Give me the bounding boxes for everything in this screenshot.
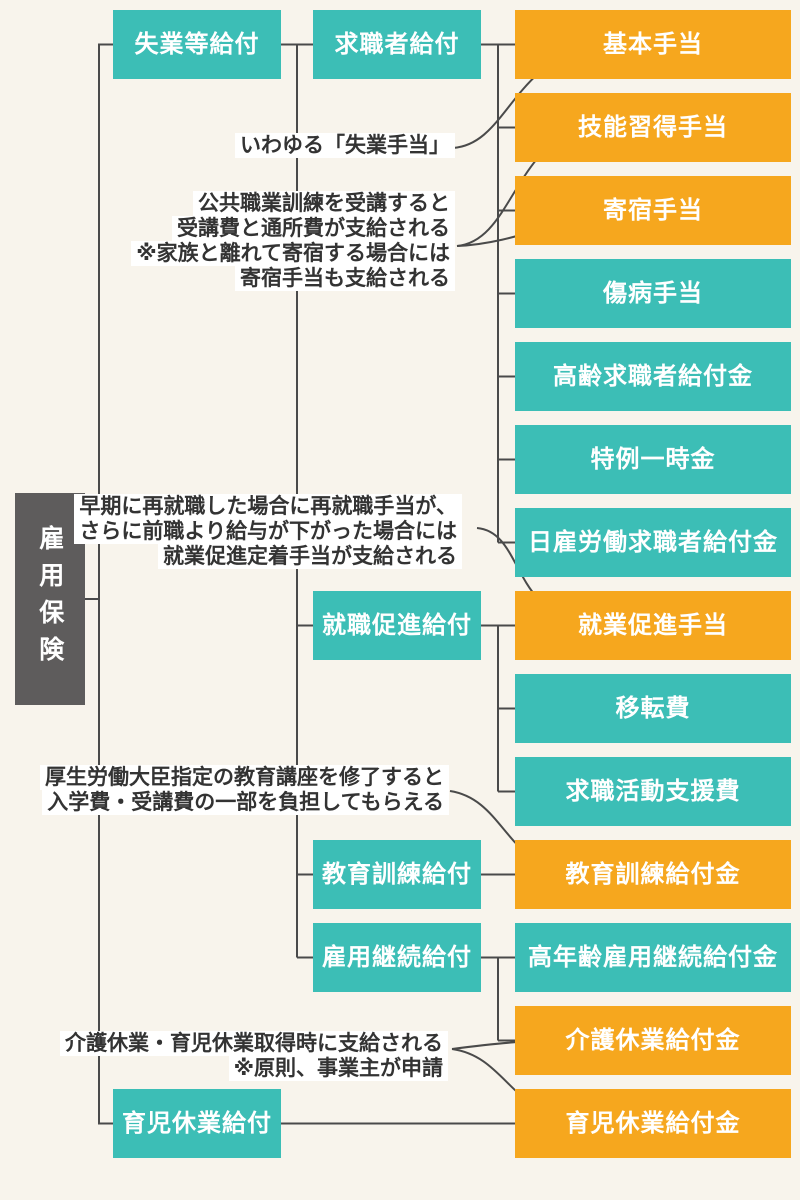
promotion-branch-lines [481,624,515,793]
annotation-text: 公共職業訓練を受講すると [193,191,455,216]
benefit-box-employment-promotion-allowance: 就業促進手当 [515,591,791,660]
annotation-text: 就業促進定着手当が支給される [158,544,462,569]
annotation-text: 介護休業・育児休業取得時に支給される [60,1031,448,1056]
annotation-text: さらに前職より給与が下がった場合には [74,519,462,544]
benefit-box-elderly-jobseeker-benefit: 高齢求職者給付金 [515,342,791,411]
benefit-box-elderly-employment-continuation-benefit: 高年齢雇用継続給付金 [515,923,791,992]
annotation-public-training: 公共職業訓練を受講すると 受講費と通所費が支給される ※家族と離れて寄宿する場合… [131,191,455,291]
level2-box-employment-continuation-benefits: 雇用継続給付 [313,923,481,992]
level1-stub-lines [98,43,515,1125]
jobseeker-branch-lines [481,43,515,544]
annotation-unemployment-allowance: いわゆる「失業手当」 [235,133,455,158]
continuation-branch-lines [481,956,515,1042]
benefit-box-basic-allowance: 基本手当 [515,10,791,79]
annotation-education-course: 厚生労働大臣指定の教育講座を修了すると 入学費・受講費の一部を負担してもらえる [40,765,449,815]
level2-box-education-training-benefits: 教育訓練給付 [313,840,481,909]
benefit-box-care-leave-benefit: 介護休業給付金 [515,1006,791,1075]
annotation-text: 入学費・受講費の一部を負担してもらえる [42,790,449,815]
annotation-text: ※原則、事業主が申請 [228,1056,448,1081]
annotation-leave-application: 介護休業・育児休業取得時に支給される ※原則、事業主が申請 [60,1031,448,1081]
level2-box-jobseeker-benefits: 求職者給付 [313,10,481,79]
benefit-box-sickness-allowance: 傷病手当 [515,259,791,328]
level2-box-employment-promotion-benefits: 就職促進給付 [313,591,481,660]
benefit-box-skill-acquisition-allowance: 技能習得手当 [515,93,791,162]
benefit-box-jobseeking-activity-support: 求職活動支援費 [515,757,791,826]
level1-box-unemployment-benefits: 失業等給付 [113,10,281,79]
annotation-reemployment: 早期に再就職した場合に再就職手当が、 さらに前職より給与が下がった場合には 就業… [74,494,462,569]
benefit-box-lodging-allowance: 寄宿手当 [515,176,791,245]
root-box-employment-insurance: 雇用保険 [15,493,85,705]
annotation-text: いわゆる「失業手当」 [235,133,455,158]
benefit-box-childcare-leave-benefit: 育児休業給付金 [515,1089,791,1158]
annotation-text: 厚生労働大臣指定の教育講座を修了すると [40,765,449,790]
level1-box-childcare-leave-benefits: 育児休業給付 [113,1089,281,1158]
annotation-text: ※家族と離れて寄宿する場合には [131,241,455,266]
benefit-box-moving-expenses: 移転費 [515,674,791,743]
benefit-box-education-training-benefit: 教育訓練給付金 [515,840,791,909]
annotation-text: 寄宿手当も支給される [235,266,455,291]
benefit-box-day-laborer-jobseeker-benefit: 日雇労働求職者給付金 [515,508,791,577]
benefit-box-special-lump-sum: 特例一時金 [515,425,791,494]
annotation-text: 受講費と通所費が支給される [172,216,455,241]
annotation-text: 早期に再就職した場合に再就職手当が、 [74,494,462,519]
